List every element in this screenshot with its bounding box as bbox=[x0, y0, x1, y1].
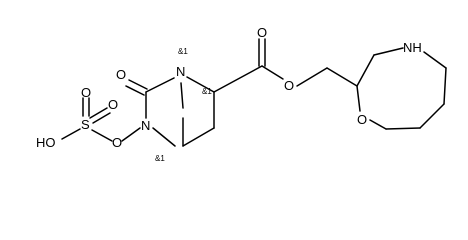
bond-s-to-hydroxyl bbox=[61, 128, 81, 140]
bond-oxy-o-to-s bbox=[91, 129, 113, 142]
bond-ring-nh-to-ch2 bbox=[423, 51, 447, 69]
atom-n-bridgehead: N bbox=[176, 64, 185, 79]
bond-alpha-c-to-ester-c bbox=[213, 65, 263, 93]
bond-ring-carbonyl-b bbox=[125, 85, 145, 96]
atom-o-ring-carbonyl: O bbox=[116, 67, 126, 82]
bond-ester-o-to-ch2 bbox=[296, 67, 328, 87]
bond-carbonyl-to-bridgehead-n bbox=[145, 77, 175, 93]
atom-o-sulfonyl-top: O bbox=[81, 85, 91, 100]
bond-ch2-to-ring-ch bbox=[326, 67, 358, 87]
atom-nh-diazepane: NH bbox=[403, 40, 422, 55]
atom-o-oxazepane: O bbox=[357, 112, 367, 127]
bond-ring-ch2-top-to-nh bbox=[373, 47, 404, 56]
bond-urea-n-to-bridgehead-c bbox=[152, 127, 176, 147]
bond-bridge-b bbox=[180, 82, 184, 109]
atom-o-ester: O bbox=[284, 78, 294, 93]
stereo-label-bridgehead-c: &1 bbox=[155, 154, 165, 163]
bond-ring-ch2-bottom-right bbox=[419, 103, 445, 129]
bond-bridgehead-n-to-alpha-c bbox=[186, 76, 215, 93]
bond-ring-o-to-ch bbox=[356, 85, 361, 112]
atom-o-n-oxy: O bbox=[112, 135, 122, 150]
atom-oh-sulfate: HO bbox=[36, 135, 56, 150]
bond-ester-c-to-o bbox=[261, 65, 284, 80]
bond-ring-ch2-bottom bbox=[385, 127, 421, 130]
bond-ring-ch2-to-o bbox=[369, 119, 387, 130]
bond-ring-ch2-right bbox=[443, 67, 447, 105]
bond-n-to-oxy-o bbox=[121, 127, 141, 142]
stereo-label-bridgehead-n: &1 bbox=[178, 47, 188, 56]
bond-ring-ch-to-ch2-top bbox=[356, 54, 375, 87]
atom-s-sulfate: S bbox=[81, 117, 90, 132]
bond-ring-carbonyl-a bbox=[128, 79, 148, 90]
atom-n-urea: N bbox=[141, 118, 150, 133]
atom-o-ester-carbonyl: O bbox=[257, 25, 267, 40]
bonds bbox=[61, 38, 447, 147]
atom-o-sulfonyl-right: O bbox=[108, 97, 118, 112]
stereo-labels: &1 &1 &1 bbox=[155, 47, 212, 163]
bond-s-to-o-right-b bbox=[92, 112, 111, 124]
stereo-label-alpha-carbon: &1 bbox=[202, 87, 212, 96]
bond-s-to-o-right-a bbox=[89, 107, 108, 119]
chemical-structure: O N N O S O O HO O O NH O &1 &1 &1 bbox=[36, 25, 447, 163]
bond-ring-ch2-ch2 bbox=[182, 127, 215, 147]
atom-labels: O N N O S O O HO O O NH O bbox=[36, 25, 422, 150]
